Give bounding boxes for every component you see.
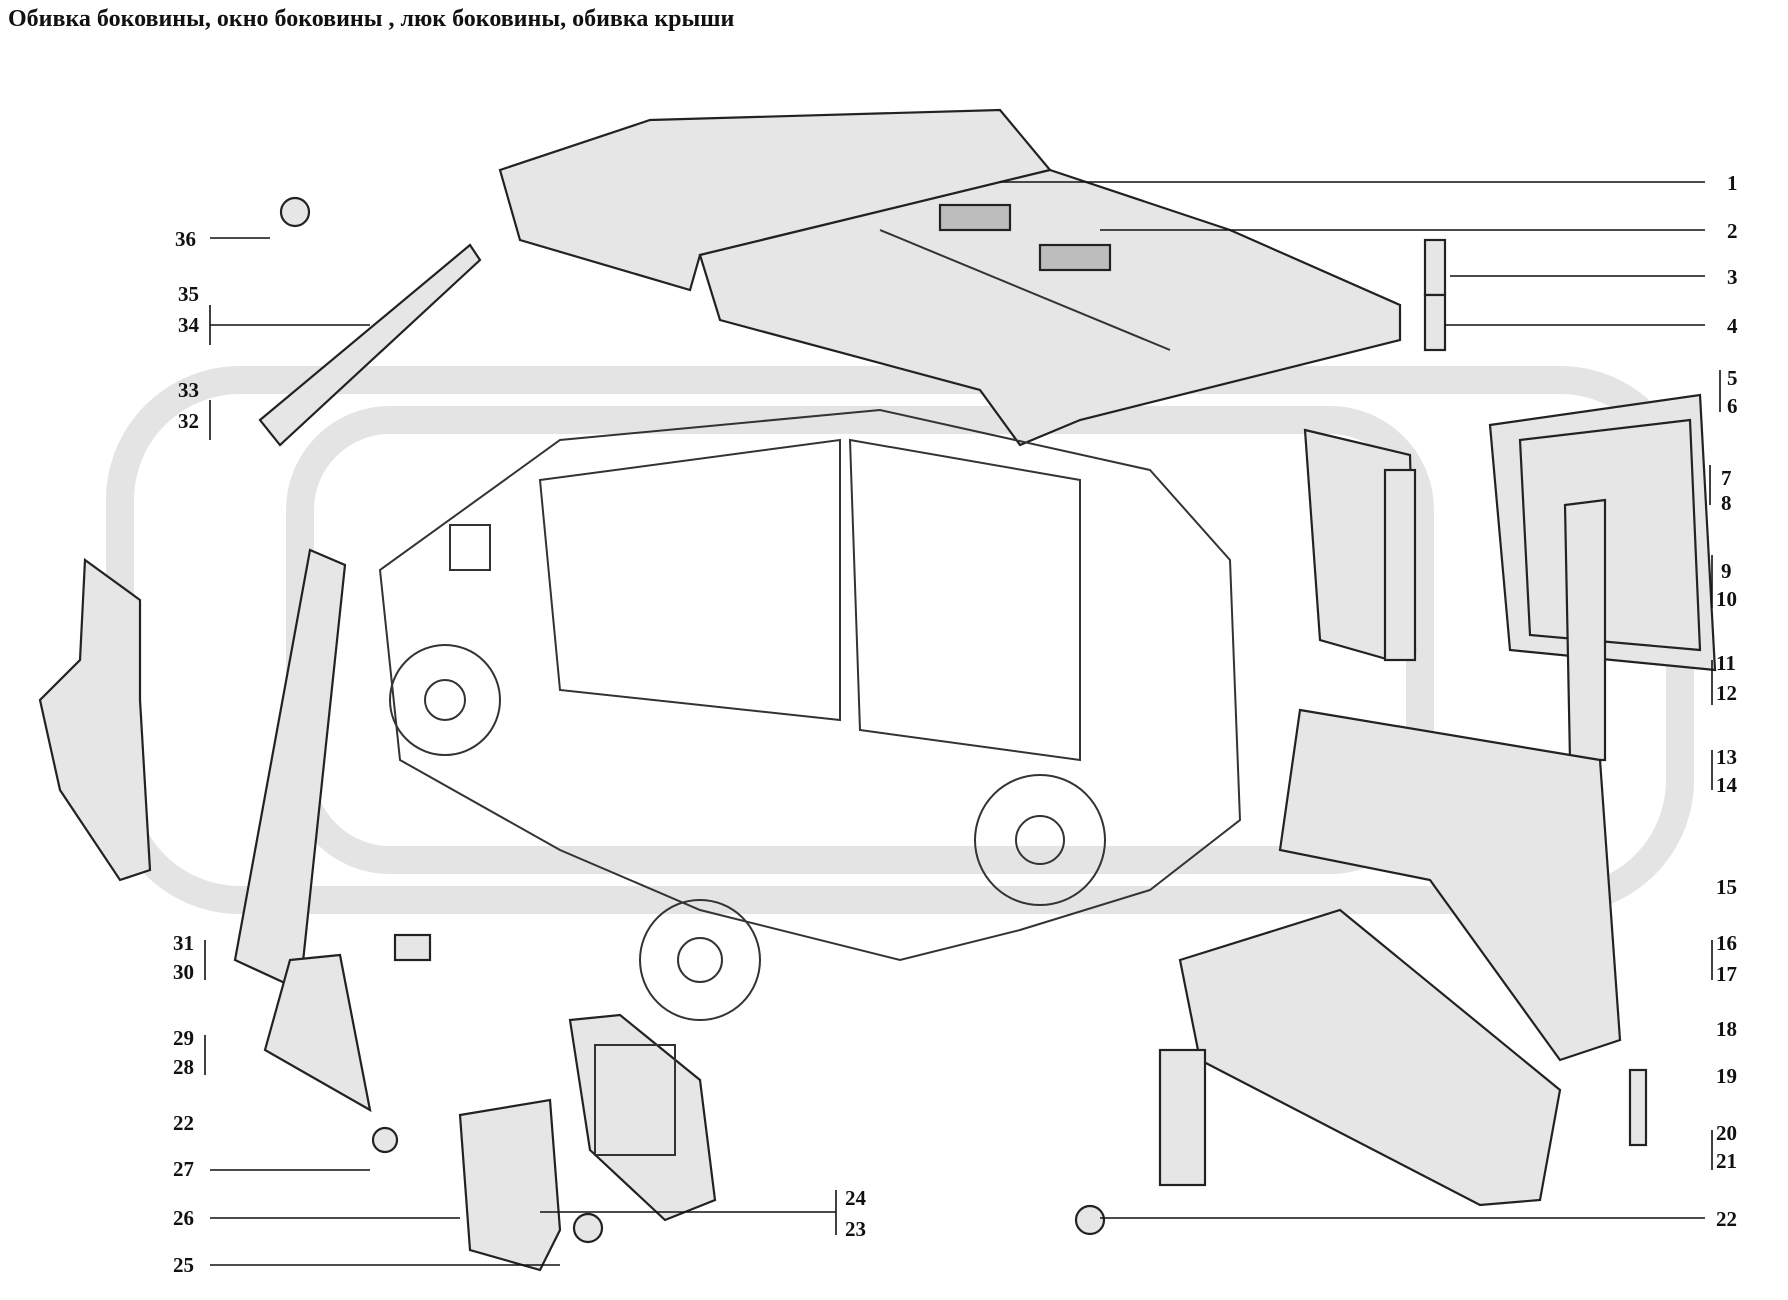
callout-18: 18 bbox=[1716, 1017, 1737, 1041]
callout-2: 2 bbox=[1727, 219, 1738, 243]
callout-22-left: 22 bbox=[173, 1111, 194, 1135]
callout-5: 5 bbox=[1727, 366, 1738, 390]
diagram-title: Обивка боковины, окно боковины , люк бок… bbox=[8, 6, 735, 32]
callout-13: 13 bbox=[1716, 745, 1737, 769]
callout-26: 26 bbox=[173, 1206, 194, 1230]
callout-12: 12 bbox=[1716, 681, 1737, 705]
callout-20: 20 bbox=[1716, 1121, 1737, 1145]
callout-35: 35 bbox=[178, 282, 199, 306]
callout-33: 33 bbox=[178, 378, 199, 402]
callout-11: 11 bbox=[1716, 651, 1736, 675]
callout-23: 23 bbox=[845, 1217, 866, 1241]
callout-32: 32 bbox=[178, 409, 199, 433]
callout-27: 27 bbox=[173, 1157, 194, 1181]
callout-4: 4 bbox=[1727, 314, 1738, 338]
callout-14: 14 bbox=[1716, 773, 1738, 797]
callout-17: 17 bbox=[1716, 962, 1737, 986]
callout-29: 29 bbox=[173, 1026, 194, 1050]
callout-31: 31 bbox=[173, 931, 194, 955]
callout-19: 19 bbox=[1716, 1064, 1737, 1088]
leader-lines bbox=[204, 181, 1721, 1266]
hatch-window-parts bbox=[371, 1013, 717, 1272]
callout-1: 1 bbox=[1727, 171, 1738, 195]
callout-9: 9 bbox=[1721, 559, 1732, 583]
callout-10: 10 bbox=[1716, 587, 1737, 611]
callout-28: 28 bbox=[173, 1055, 194, 1079]
callout-15: 15 bbox=[1716, 875, 1737, 899]
callout-6: 6 bbox=[1727, 394, 1738, 418]
callout-34: 34 bbox=[178, 313, 200, 337]
vehicle-body bbox=[378, 408, 1242, 1021]
callout-21: 21 bbox=[1716, 1149, 1737, 1173]
right-side-parts bbox=[1074, 238, 1717, 1236]
callout-24: 24 bbox=[845, 1186, 867, 1210]
callout-16: 16 bbox=[1716, 931, 1737, 955]
roof-lining bbox=[498, 108, 1402, 447]
callout-36: 36 bbox=[175, 227, 196, 251]
left-pillar-parts bbox=[38, 196, 482, 1113]
callout-labels: 1 2 3 4 5 6 7 8 9 10 11 12 13 14 15 16 1… bbox=[173, 171, 1738, 1277]
callout-3: 3 bbox=[1727, 265, 1738, 289]
callout-30: 30 bbox=[173, 960, 194, 984]
callout-7: 7 bbox=[1721, 466, 1732, 490]
callout-8: 8 bbox=[1721, 491, 1732, 515]
callout-25: 25 bbox=[173, 1253, 194, 1277]
callout-22-right: 22 bbox=[1716, 1207, 1737, 1231]
